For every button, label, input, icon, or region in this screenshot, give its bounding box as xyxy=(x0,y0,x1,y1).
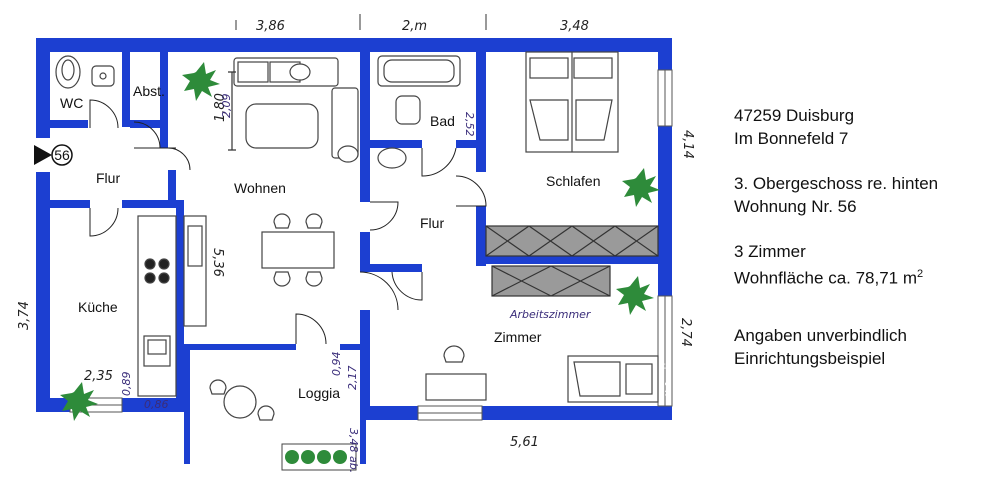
plant-icon xyxy=(182,62,220,101)
info-rooms: 3 Zimmer xyxy=(734,242,806,261)
room-label-zimmer: Zimmer xyxy=(494,329,542,345)
info-area-sup: 2 xyxy=(917,268,924,280)
dimension-right-lower: 2,74 xyxy=(678,318,693,347)
info-apartment: Wohnung Nr. 56 xyxy=(734,197,857,216)
room-label-wc: WC xyxy=(60,95,83,111)
property-info-panel: 47259 Duisburg Im Bonnefeld 7 3. Oberges… xyxy=(734,104,996,370)
dimension-top-left: 3,86 xyxy=(256,19,285,34)
room-label-flur-left: Flur xyxy=(96,170,120,186)
windows xyxy=(69,69,673,421)
dimension-misc-2: 0,86 xyxy=(144,398,169,411)
info-disclaimer-1: Angaben unverbindlich xyxy=(734,325,907,345)
chair-icon xyxy=(273,213,323,287)
stove-icon xyxy=(144,258,170,284)
info-floor: 3. Obergeschoss re. hinten xyxy=(734,174,939,193)
unit-marker: 56 xyxy=(34,144,73,166)
dimension-loggia-width: 3,48 ab. xyxy=(347,428,360,473)
annotation-arbeitszimmer: Arbeitszimmer xyxy=(509,308,592,321)
desk-icon xyxy=(425,373,487,401)
doors xyxy=(89,99,487,345)
dimension-misc-4: 2,09 xyxy=(220,94,233,119)
info-disclaimer-2: Einrichtungsbeispiel xyxy=(734,348,886,368)
dimension-left-height: 3,74 xyxy=(17,301,32,330)
plant-icon xyxy=(285,450,347,464)
room-label-abst: Abst. xyxy=(133,83,165,99)
plants xyxy=(60,62,660,471)
room-label-schlafen: Schlafen xyxy=(546,173,600,189)
dimension-loggia-small: 2,17 xyxy=(346,366,359,391)
info-postal-city: 47259 Duisburg xyxy=(734,106,855,125)
room-label-loggia: Loggia xyxy=(298,385,340,401)
bath-toilet-icon xyxy=(377,147,407,169)
patio-table-icon xyxy=(223,385,257,419)
room-label-bad: Bad xyxy=(430,113,455,129)
wardrobe-icon xyxy=(485,225,659,297)
info-area-text: Wohnfläche ca. 78,71 m xyxy=(734,268,918,288)
kitchen-counter xyxy=(137,215,177,397)
dimension-misc-3: 0,89 xyxy=(120,372,133,397)
room-label-wohnen: Wohnen xyxy=(234,180,286,196)
dimension-right-upper: 4,14 xyxy=(680,130,695,159)
unit-number: 56 xyxy=(54,147,70,163)
dimension-top-right: 3,48 xyxy=(560,19,589,34)
furniture xyxy=(55,51,659,421)
dimension-misc-1: 0,94 xyxy=(330,352,343,377)
dimension-wohnen-height: 1,80 xyxy=(213,93,228,122)
brand-label: McGrundriss xyxy=(665,356,672,396)
room-label-kueche: Küche xyxy=(78,299,118,315)
info-street: Im Bonnefeld 7 xyxy=(734,129,849,148)
info-area: Wohnfläche ca. 78,71 m2 xyxy=(734,263,996,290)
dimension-kueche: 2,35 xyxy=(84,369,113,384)
dimension-wohnen-width: 5,36 xyxy=(210,248,225,277)
room-label-flur-right: Flur xyxy=(420,215,444,231)
dimension-annotations: 3,86 2,m 3,48 5,61 3,74 4,14 2,74 1,80 5… xyxy=(17,14,695,473)
coffee-table-icon xyxy=(245,103,319,149)
dimension-bottom: 5,61 xyxy=(510,435,539,450)
plant-icon xyxy=(60,382,98,421)
plant-icon xyxy=(616,276,654,315)
dimension-top-mid: 2,m xyxy=(402,19,427,34)
dining-table-icon xyxy=(261,231,335,269)
dimension-misc-5: 2,52 xyxy=(463,112,476,137)
bath-sink-icon xyxy=(395,95,421,125)
plant-icon xyxy=(622,168,660,207)
